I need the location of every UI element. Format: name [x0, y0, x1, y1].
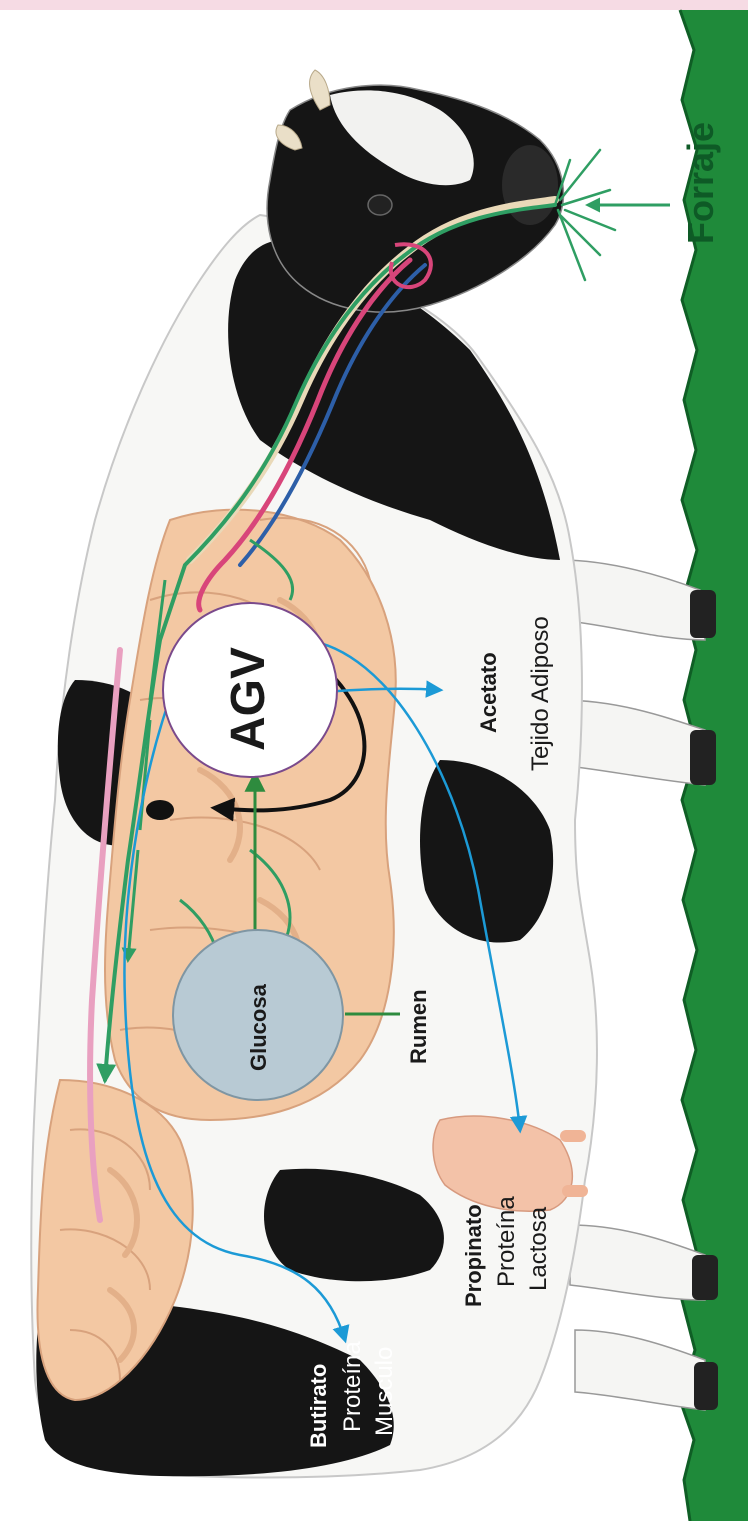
tejido-adiposo-label: Tejido Adiposo — [529, 581, 557, 771]
lactosa-label: Lactosa — [527, 1191, 553, 1291]
glucosa-label: Glucosa — [248, 961, 272, 1071]
forage-tuft — [555, 150, 670, 280]
musculo-label: Musculo — [373, 1336, 399, 1436]
acetato-label: Acetato — [478, 623, 502, 733]
propinato-label: Propinato — [463, 1177, 487, 1307]
propinato-protein-label: Proteína — [495, 1187, 521, 1287]
rumen-label: Rumen — [408, 964, 432, 1064]
forraje-label: Forraje — [683, 124, 723, 244]
butirato-label: Butirato — [308, 1338, 332, 1448]
black-dot — [146, 800, 174, 820]
butirato-protein-label: Proteína — [341, 1332, 367, 1432]
agv-label: AGV — [225, 631, 275, 751]
